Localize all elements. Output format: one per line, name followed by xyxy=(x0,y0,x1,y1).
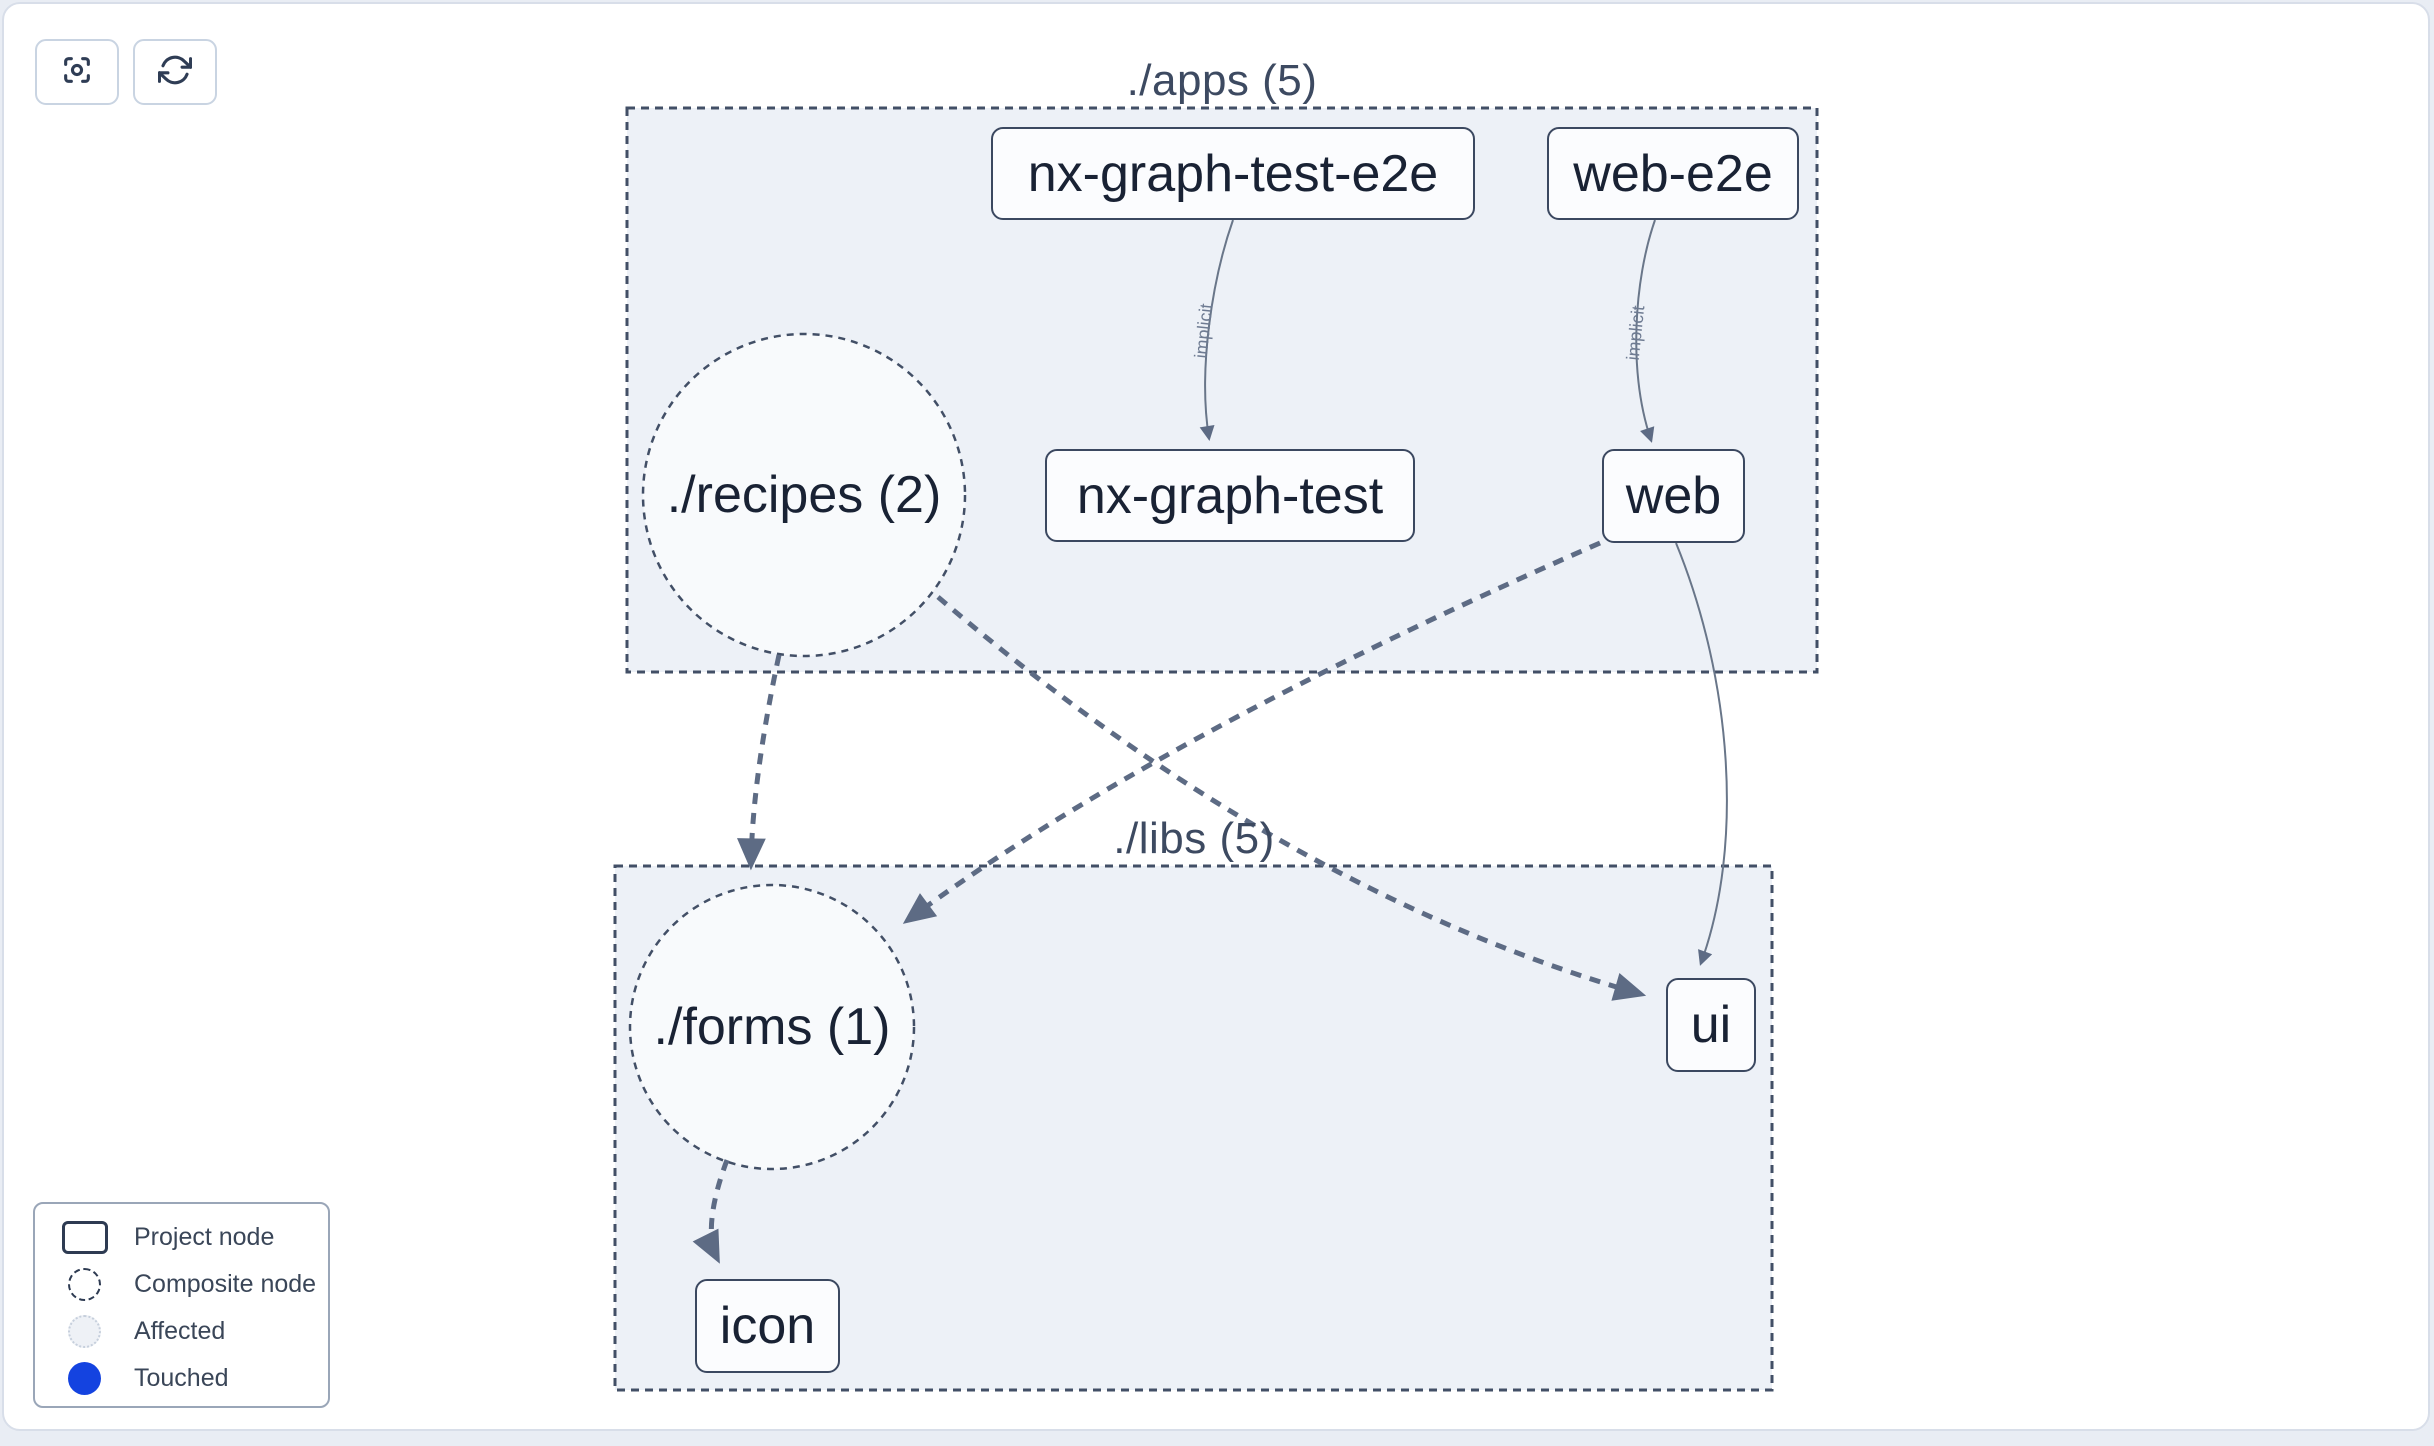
group-label-libs: ./libs (5) xyxy=(1113,814,1275,863)
legend: Project node Composite node Affected Tou… xyxy=(33,1202,330,1408)
project-node-web[interactable]: web xyxy=(1602,449,1745,543)
touched-swatch xyxy=(68,1361,101,1395)
composite-label-forms[interactable]: ./forms (1) xyxy=(653,998,891,1056)
composite-node-recipes[interactable] xyxy=(641,332,967,658)
edge-recipes-to-forms xyxy=(737,654,782,871)
project-node-nx-graph-test-e2e[interactable]: nx-graph-test-e2e xyxy=(991,127,1475,220)
edge-web-to-forms xyxy=(902,540,1602,924)
focus-button[interactable] xyxy=(35,39,119,105)
affected-swatch xyxy=(68,1314,101,1348)
project-node-nx-graph-test[interactable]: nx-graph-test xyxy=(1045,449,1415,542)
edge-web-e2e-to-web xyxy=(1635,219,1656,443)
project-node-web-e2e[interactable]: web-e2e xyxy=(1547,127,1799,220)
project-node-ui[interactable]: ui xyxy=(1666,978,1756,1072)
legend-label: Project node xyxy=(134,1222,275,1251)
legend-item-composite-node: Composite node xyxy=(35,1264,328,1304)
composite-node-forms[interactable] xyxy=(628,883,916,1171)
edge-web-to-ui xyxy=(1675,542,1728,966)
legend-item-project-node: Project node xyxy=(35,1217,328,1257)
legend-label: Composite node xyxy=(134,1269,317,1298)
group-label-apps: ./apps (5) xyxy=(1126,56,1318,105)
project-node-icon[interactable]: icon xyxy=(695,1279,840,1373)
composite-label-recipes[interactable]: ./recipes (2) xyxy=(666,466,942,524)
legend-item-affected: Affected xyxy=(35,1311,328,1351)
refresh-button[interactable] xyxy=(133,39,217,105)
legend-label: Touched xyxy=(134,1363,229,1392)
composite-node-swatch xyxy=(68,1267,101,1301)
refresh-icon xyxy=(157,53,193,92)
legend-label: Affected xyxy=(134,1316,226,1345)
legend-item-touched: Touched xyxy=(35,1358,328,1398)
project-node-swatch xyxy=(61,1220,108,1254)
edge-recipes-to-ui xyxy=(936,595,1647,1001)
focus-icon xyxy=(60,53,94,92)
edge-nx-graph-test-e2e-to-nx-graph-test xyxy=(1199,219,1234,441)
